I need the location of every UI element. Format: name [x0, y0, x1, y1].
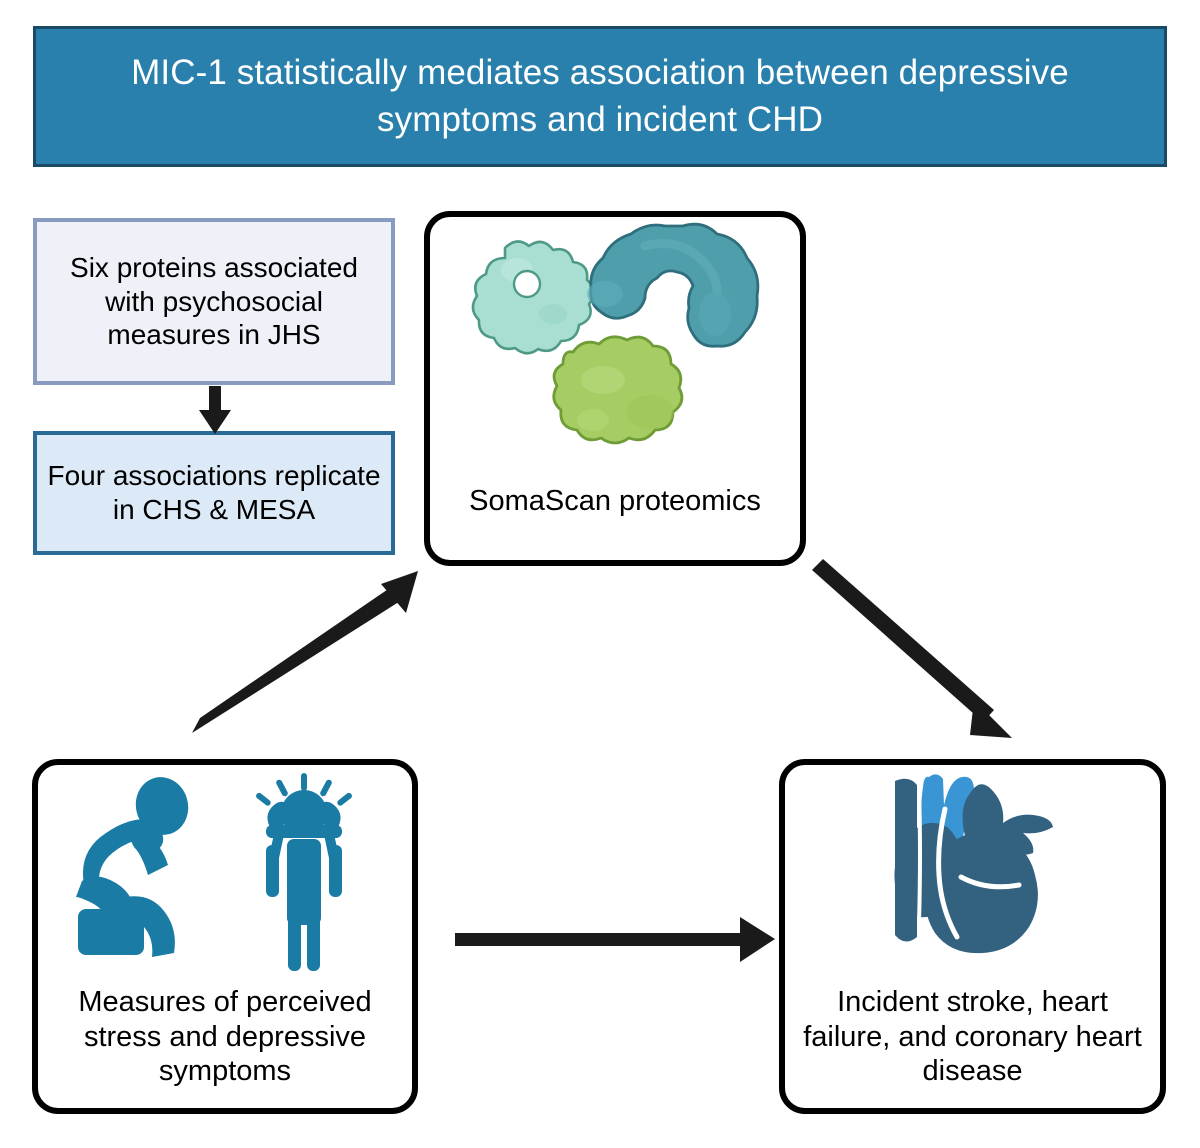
- box-outcomes: Incident stroke, heart failure, and coro…: [779, 759, 1166, 1114]
- box-stress-measures: Measures of perceived stress and depress…: [32, 759, 418, 1114]
- person-icon-group: [38, 765, 412, 980]
- box-four-associations: Four associations replicate in CHS & MES…: [33, 431, 395, 555]
- psychosocial-illustration: [76, 772, 352, 971]
- box-somascan-caption: SomaScan proteomics: [469, 484, 761, 517]
- anatomical-heart-icon: [893, 773, 1053, 953]
- protein-crescent-icon: [587, 222, 760, 348]
- arrow-somascan-to-outcomes: [812, 559, 1012, 738]
- protein-illustration: [471, 222, 760, 445]
- box-four-associations-text: Four associations replicate in CHS & MES…: [47, 460, 381, 525]
- box-outcomes-caption: Incident stroke, heart failure, and coro…: [803, 986, 1142, 1087]
- box-six-proteins: Six proteins associated with psychosocia…: [33, 218, 395, 385]
- arrow-six-to-four: [199, 386, 231, 434]
- box-somascan-proteomics: SomaScan proteomics: [424, 211, 806, 566]
- page-title: MIC-1 statistically mediates association…: [131, 53, 1069, 139]
- protein-icon-group: [430, 217, 800, 467]
- depressed-person-icon: [76, 776, 189, 957]
- header-banner: MIC-1 statistically mediates association…: [33, 26, 1167, 167]
- protein-ring-icon: [471, 240, 595, 355]
- box-stress-caption: Measures of perceived stress and depress…: [78, 986, 372, 1087]
- box-six-proteins-text: Six proteins associated with psychosocia…: [70, 252, 358, 351]
- protein-blob-icon: [552, 335, 684, 445]
- arrow-stress-to-somascan: [192, 571, 418, 733]
- heart-icon-group: [785, 765, 1160, 975]
- stressed-person-icon: [256, 772, 352, 971]
- arrow-stress-to-outcomes: [455, 917, 775, 962]
